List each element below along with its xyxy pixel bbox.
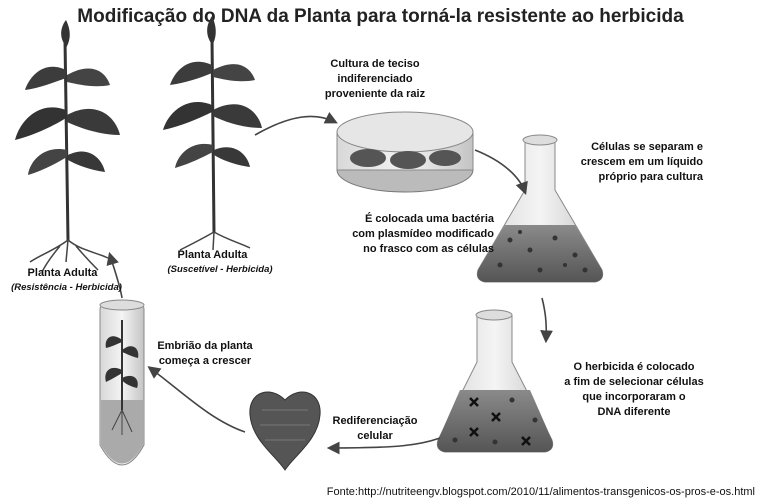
label-line: Embrião da planta (157, 340, 253, 352)
cycle-arrows (106, 111, 553, 455)
label-line: indiferenciado (337, 73, 413, 85)
label-plant-resistant-sub: (Resistência - Herbicida) (11, 282, 122, 293)
plant-resistant-illustration (15, 20, 120, 273)
plant-susceptible-illustration (163, 16, 262, 251)
flask-herbicide-illustration (436, 309, 554, 453)
source-citation: Fonte:http://nutriteengv.blogspot.com/20… (326, 486, 755, 498)
label-redifferentiation: Rediferenciação celular (310, 414, 440, 444)
label-line: crescem em um líquido (580, 156, 703, 168)
label-cells-separate: Células se separam e crescem em um líqui… (540, 140, 703, 185)
label-line: Cultura de teciso (330, 58, 420, 70)
embryo-illustration (249, 391, 321, 471)
flask-culture-illustration (476, 134, 604, 283)
label-plant-susceptible-sub: (Suscetível - Herbicida) (167, 264, 273, 275)
label-plant-resistant: Planta Adulta (27, 267, 98, 279)
label-line: a fim de selecionar células (564, 376, 704, 388)
label-line: que incorporaram o (582, 391, 686, 403)
label-line: Células se separam e (591, 141, 703, 153)
label-line: no frasco com as células (363, 243, 494, 255)
label-line: O herbicida é colocado (573, 361, 695, 373)
label-line: Rediferenciação (332, 415, 418, 427)
label-line: começa a crescer (158, 355, 252, 367)
label-line: proveniente da raiz (324, 88, 426, 100)
test-tube-illustration (99, 299, 145, 466)
label-line: com plasmídeo modificado (352, 228, 494, 240)
label-line: DNA diferente (597, 406, 671, 418)
label-bacteria: É colocada uma bactéria com plasmídeo mo… (320, 212, 494, 257)
petri-dish-illustration (336, 111, 474, 193)
label-line: celular (357, 430, 393, 442)
label-plant-susceptible: Planta Adulta (177, 249, 248, 261)
diagram-title: Modificação do DNA da Planta para torná-… (77, 6, 684, 27)
label-tissue-culture: Cultura de teciso indiferenciado proveni… (295, 57, 455, 102)
label-line: próprio para cultura (598, 171, 703, 183)
label-herbicide: O herbicida é colocado a fim de selecion… (545, 360, 723, 420)
label-line: É colocada uma bactéria (365, 213, 494, 225)
label-embryo: Embrião da planta começa a crescer (150, 339, 260, 369)
